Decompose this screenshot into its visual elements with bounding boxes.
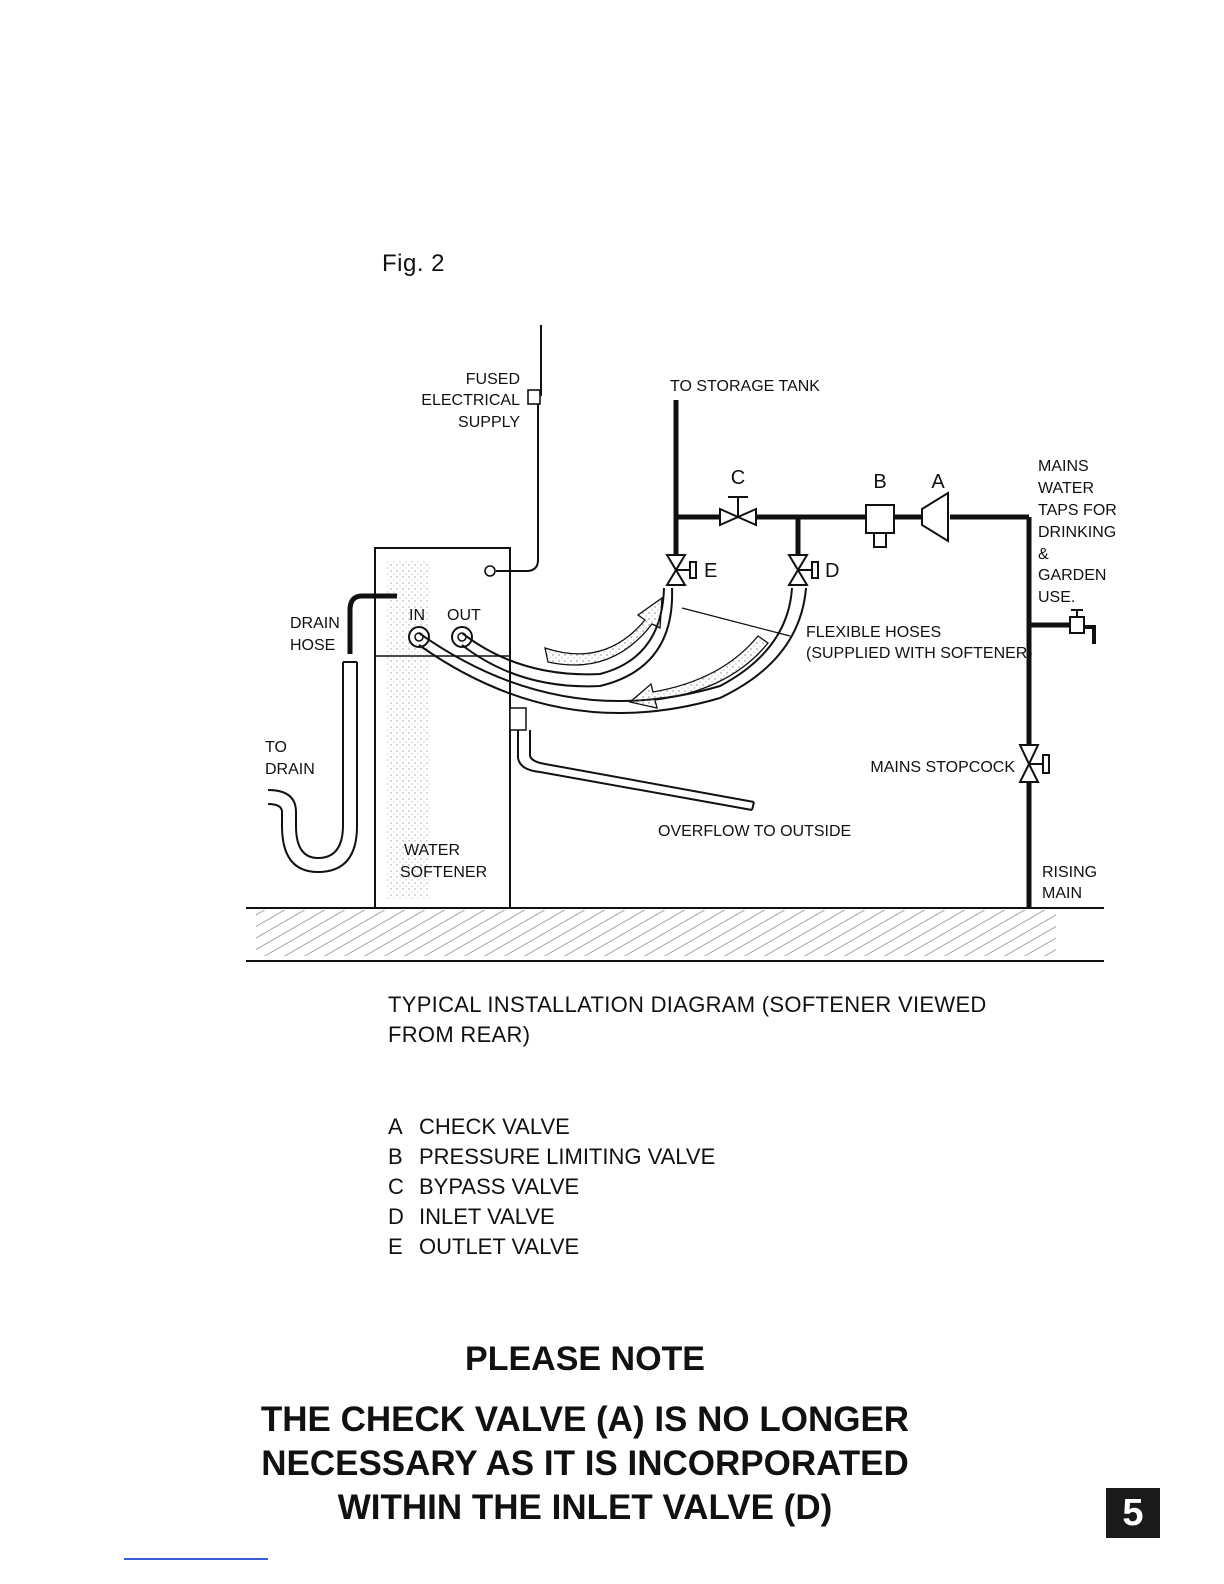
overflow-pipe — [509, 707, 755, 811]
label-storage-tank: TO STORAGE TANK — [670, 378, 820, 395]
legend-item: D INLET VALVE — [388, 1202, 715, 1232]
note-line-2: NECESSARY AS IT IS INCORPORATED — [261, 1444, 909, 1483]
legend-letter: C — [388, 1174, 404, 1199]
outlet-valve-e-icon — [665, 554, 697, 586]
legend-item: B PRESSURE LIMITING VALVE — [388, 1142, 715, 1172]
diagram-labels: FUSED ELECTRICAL SUPPLY TO STORAGE TANK … — [265, 371, 1117, 902]
label-amp: & — [1038, 546, 1049, 563]
label-garden: GARDEN — [1038, 567, 1106, 584]
legend-letter: B — [388, 1144, 403, 1169]
legend-text: INLET VALVE — [419, 1204, 555, 1229]
in-port — [408, 626, 430, 648]
label-supplied-with-softener: (SUPPLIED WITH SOFTENER) — [806, 645, 1033, 662]
legend-item: E OUTLET VALVE — [388, 1232, 715, 1262]
legend-item: A CHECK VALVE — [388, 1112, 715, 1142]
check-valve-a-icon — [921, 491, 949, 543]
legend-letter: D — [388, 1204, 404, 1229]
label-water-softener-1: WATER — [404, 842, 460, 859]
label-supply: SUPPLY — [458, 414, 520, 431]
drain-hose — [347, 593, 397, 654]
label-fused: FUSED — [466, 371, 520, 388]
label-drinking: DRINKING — [1038, 524, 1116, 541]
flow-arrow-to-outlet — [544, 596, 663, 666]
label-water: WATER — [1038, 480, 1094, 497]
label-main: MAIN — [1042, 885, 1082, 902]
figure-label: Fig. 2 — [382, 250, 446, 277]
legend-text: PRESSURE LIMITING VALVE — [419, 1144, 716, 1169]
valve-label-a: A — [931, 471, 945, 493]
valve-label-e: E — [704, 560, 717, 582]
valve-legend: A CHECK VALVE B PRESSURE LIMITING VALVE … — [388, 1112, 715, 1262]
legend-letter: A — [388, 1114, 403, 1139]
flexible-hoses — [418, 587, 807, 715]
floor — [246, 907, 1104, 962]
drain-trap — [267, 661, 358, 874]
diagram-caption: TYPICAL INSTALLATION DIAGRAM (SOFTENER V… — [388, 990, 1008, 1050]
label-hose: HOSE — [290, 637, 335, 654]
valve-label-b: B — [873, 471, 886, 493]
valve-label-d: D — [825, 560, 839, 582]
pressure-limiting-valve-b-icon — [865, 504, 895, 548]
legend-letter: E — [388, 1234, 403, 1259]
footer-rule — [124, 1558, 268, 1560]
label-taps-for: TAPS FOR — [1038, 502, 1117, 519]
label-mains: MAINS — [1038, 458, 1089, 475]
out-port — [451, 626, 473, 648]
label-water-softener-2: SOFTENER — [400, 864, 487, 881]
flow-arrow-from-inlet — [628, 635, 769, 709]
label-use: USE. — [1038, 589, 1075, 606]
label-mains-stopcock: MAINS STOPCOCK — [870, 759, 1015, 776]
legend-text: OUTLET VALVE — [419, 1234, 580, 1259]
label-out: OUT — [447, 607, 481, 624]
label-in: IN — [409, 607, 425, 624]
caption-line-1: TYPICAL INSTALLATION DIAGRAM (SOFTENER V… — [388, 992, 987, 1017]
note-body: THE CHECK VALVE (A) IS NO LONGER NECESSA… — [0, 1398, 1170, 1530]
note-line-3: WITHIN THE INLET VALVE (D) — [337, 1488, 833, 1527]
electrical-cable — [484, 325, 542, 577]
page-number: 5 — [1106, 1488, 1160, 1538]
mains-stopcock-icon — [1018, 744, 1050, 783]
label-drain-destination: DRAIN — [265, 761, 315, 778]
bypass-valve-c-icon — [719, 496, 757, 527]
note-line-1: THE CHECK VALVE (A) IS NO LONGER — [260, 1400, 910, 1439]
legend-text: BYPASS VALVE — [419, 1174, 580, 1199]
label-rising: RISING — [1042, 864, 1097, 881]
label-electrical: ELECTRICAL — [421, 392, 520, 409]
label-overflow: OVERFLOW TO OUTSIDE — [658, 823, 851, 840]
caption-line-2: FROM REAR) — [388, 1022, 531, 1047]
note-heading: PLEASE NOTE — [465, 1340, 705, 1378]
label-drain: DRAIN — [290, 615, 340, 632]
valve-label-c: C — [731, 467, 745, 489]
inlet-valve-d-icon — [787, 554, 819, 586]
legend-text: CHECK VALVE — [419, 1114, 570, 1139]
pipework — [673, 400, 1070, 908]
legend-item: C BYPASS VALVE — [388, 1172, 715, 1202]
label-flexible-hoses: FLEXIBLE HOSES — [806, 624, 941, 641]
tap-icon — [1069, 609, 1096, 644]
label-to: TO — [265, 739, 287, 756]
installation-diagram: FUSED ELECTRICAL SUPPLY TO STORAGE TANK … — [246, 325, 1117, 962]
